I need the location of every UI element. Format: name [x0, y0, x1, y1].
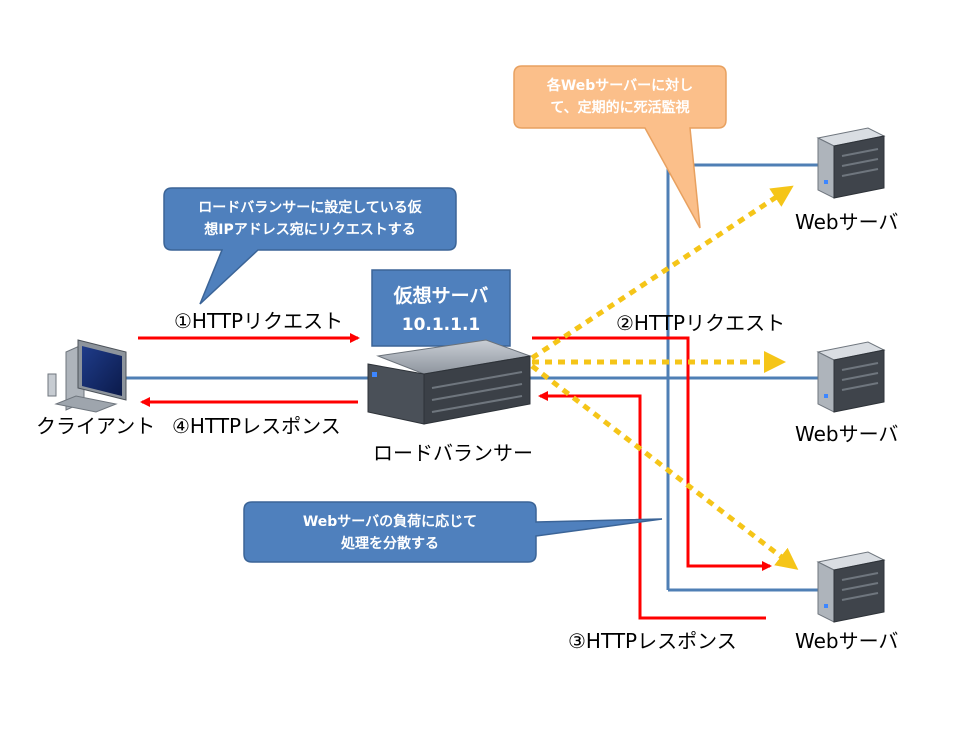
health-check-arrows — [530, 185, 799, 570]
web-server-label: Webサーバ — [795, 210, 898, 234]
monitor-note-line2: て、定期的に死活監視 — [550, 99, 689, 116]
traffic-arrows — [138, 333, 772, 620]
distribute-note-line1: Webサーバの負荷に応じて — [303, 513, 477, 530]
request-arrow-2 — [532, 336, 772, 571]
load-balancer-label: ロードバランサー — [373, 441, 533, 465]
web-server-label: Webサーバ — [795, 422, 898, 446]
virtual-server-ip: 10.1.1.1 — [402, 315, 481, 335]
tower-server-icon — [816, 127, 886, 199]
distribute-note-line2: 処理を分散する — [340, 535, 439, 552]
monitor-icon — [47, 339, 127, 413]
web-server-label: Webサーバ — [795, 629, 898, 653]
health-check-arrow-server3 — [530, 364, 799, 570]
request-note-line2: 想IPアドレス宛にリクエストする — [203, 221, 415, 238]
monitor-note-line1: 各Webサーバーに対し — [546, 77, 693, 94]
virtual-server-box: 仮想サーバ 10.1.1.1 — [371, 269, 511, 347]
callout-distribute-note: Webサーバの負荷に応じて 処理を分散する — [243, 501, 663, 563]
response-arrow-3 — [538, 391, 766, 620]
tower-server-icon — [816, 551, 886, 623]
rack-server-icon — [367, 339, 532, 425]
request-note-line1: ロードバランサーに設定している仮 — [198, 199, 423, 216]
callout-request-note: ロードバランサーに設定している仮 想IPアドレス宛にリクエストする — [163, 187, 457, 305]
step1-label: ①HTTPリクエスト — [174, 309, 343, 333]
client-label: クライアント — [36, 414, 155, 438]
step3-label: ③HTTPレスポンス — [568, 629, 737, 653]
tower-server-icon — [816, 341, 886, 413]
virtual-server-title: 仮想サーバ — [393, 284, 489, 307]
step4-label: ④HTTPレスポンス — [172, 414, 341, 438]
callout-monitor-note: 各Webサーバーに対し て、定期的に死活監視 — [513, 65, 727, 229]
step2-label: ②HTTPリクエスト — [616, 311, 785, 335]
